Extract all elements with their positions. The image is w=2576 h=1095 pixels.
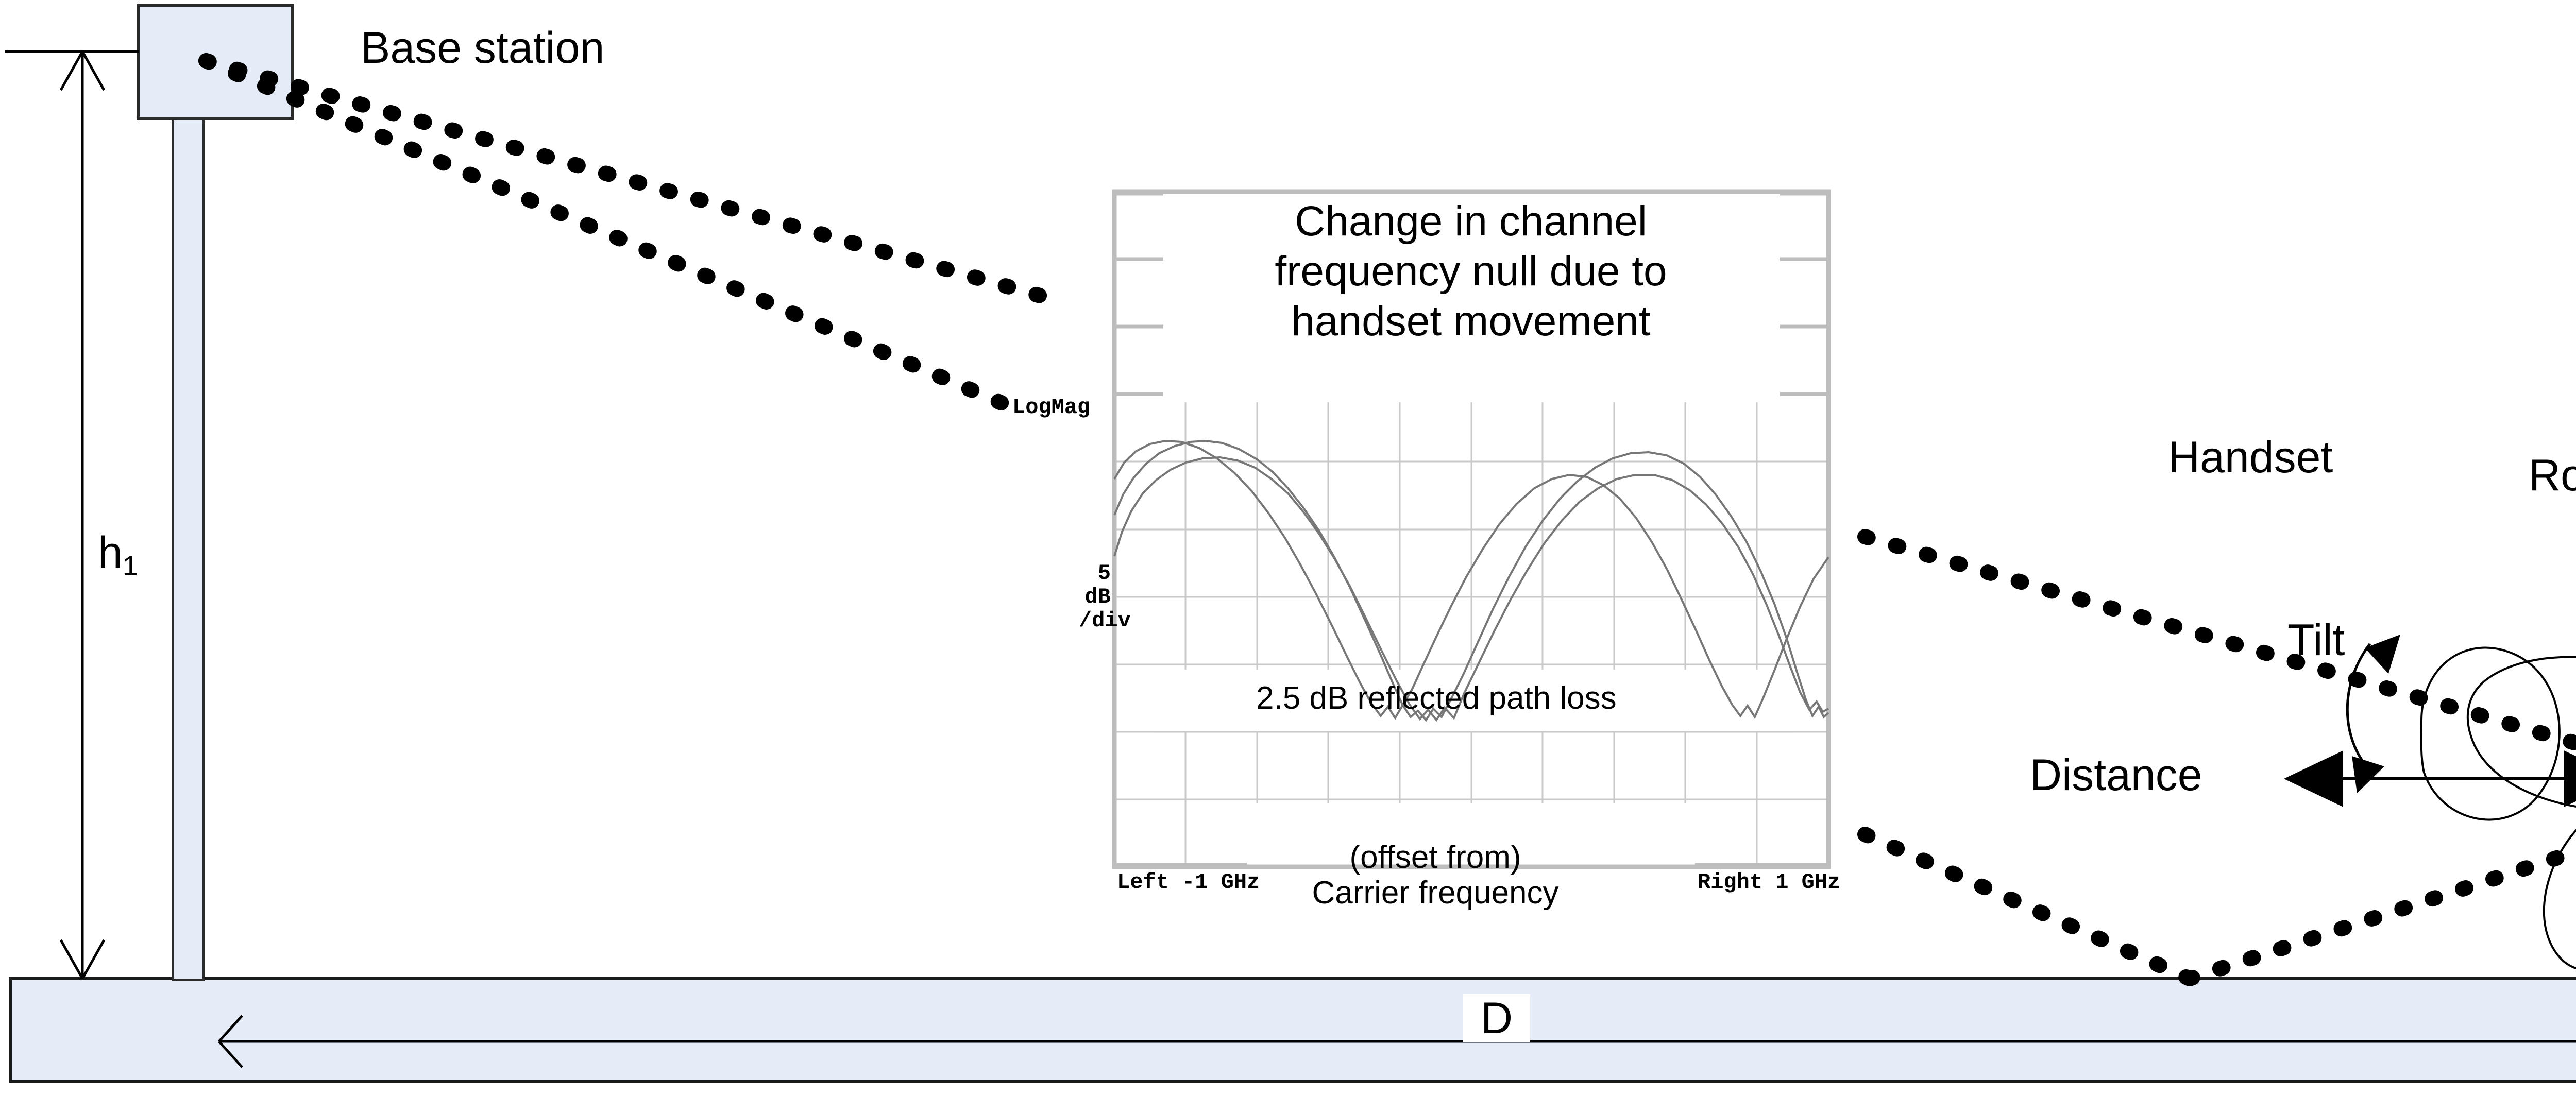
trace-1 <box>1113 439 1829 722</box>
chart-traces <box>1113 439 1829 722</box>
chart-xlabel: (offset from) Carrier frequency <box>1270 840 1600 911</box>
chart-xlabel-line-2: Carrier frequency <box>1312 875 1559 911</box>
chart-frame <box>1112 189 1831 869</box>
chart-frame-ticks <box>1114 192 1828 867</box>
trace-2 <box>1113 456 1829 722</box>
reflected-path-ray <box>198 53 2576 986</box>
h1-subscript: 1 <box>122 551 138 581</box>
distance-arrow <box>2284 750 2576 807</box>
tilt-arc-icon <box>2346 635 2400 793</box>
direct-path-ray <box>198 53 2576 751</box>
chart-ylabel-logmag: LogMag <box>1012 395 1091 420</box>
h1-dimension <box>5 50 139 980</box>
chart-yscale-value: 5 <box>1097 561 1111 586</box>
base-station-label: Base station <box>361 23 605 73</box>
rotation-label: Rotation <box>2529 451 2576 500</box>
chart-title-line-2: frequency null due to <box>1275 247 1667 295</box>
chart-title-line-1: Change in channel <box>1295 198 1647 245</box>
h1-label: h1 <box>98 528 138 580</box>
chart-title: Change in channel frequency null due to … <box>1133 197 1808 346</box>
h1-symbol: h <box>98 528 123 577</box>
distance-label: Distance <box>2030 750 2202 800</box>
trace-3 <box>1113 439 1829 720</box>
chart-xlabel-line-1: (offset from) <box>1349 840 1521 875</box>
network-analyzer-chart <box>1112 189 1831 870</box>
chart-xtick-left: Left -1 GHz <box>1117 870 1260 895</box>
chart-yscale-unit: dB <box>1084 585 1111 610</box>
chart-yscale: 5 dB /div <box>1079 561 1131 634</box>
handset-orbit-ellipse <box>2420 646 2576 969</box>
chart-title-line-3: handset movement <box>1291 297 1651 345</box>
ground-plane <box>9 977 2576 1083</box>
chart-xtick-right: Right 1 GHz <box>1698 870 1841 895</box>
handset-label: Handset <box>2168 433 2333 482</box>
tilt-label: Tilt <box>2287 615 2345 665</box>
ground-distance-label: D <box>1463 994 1531 1042</box>
tower-mast <box>172 117 205 981</box>
chart-annotation: 2.5 dB reflected path loss <box>1256 680 1617 716</box>
chart-yscale-perdiv: /div <box>1079 608 1131 634</box>
